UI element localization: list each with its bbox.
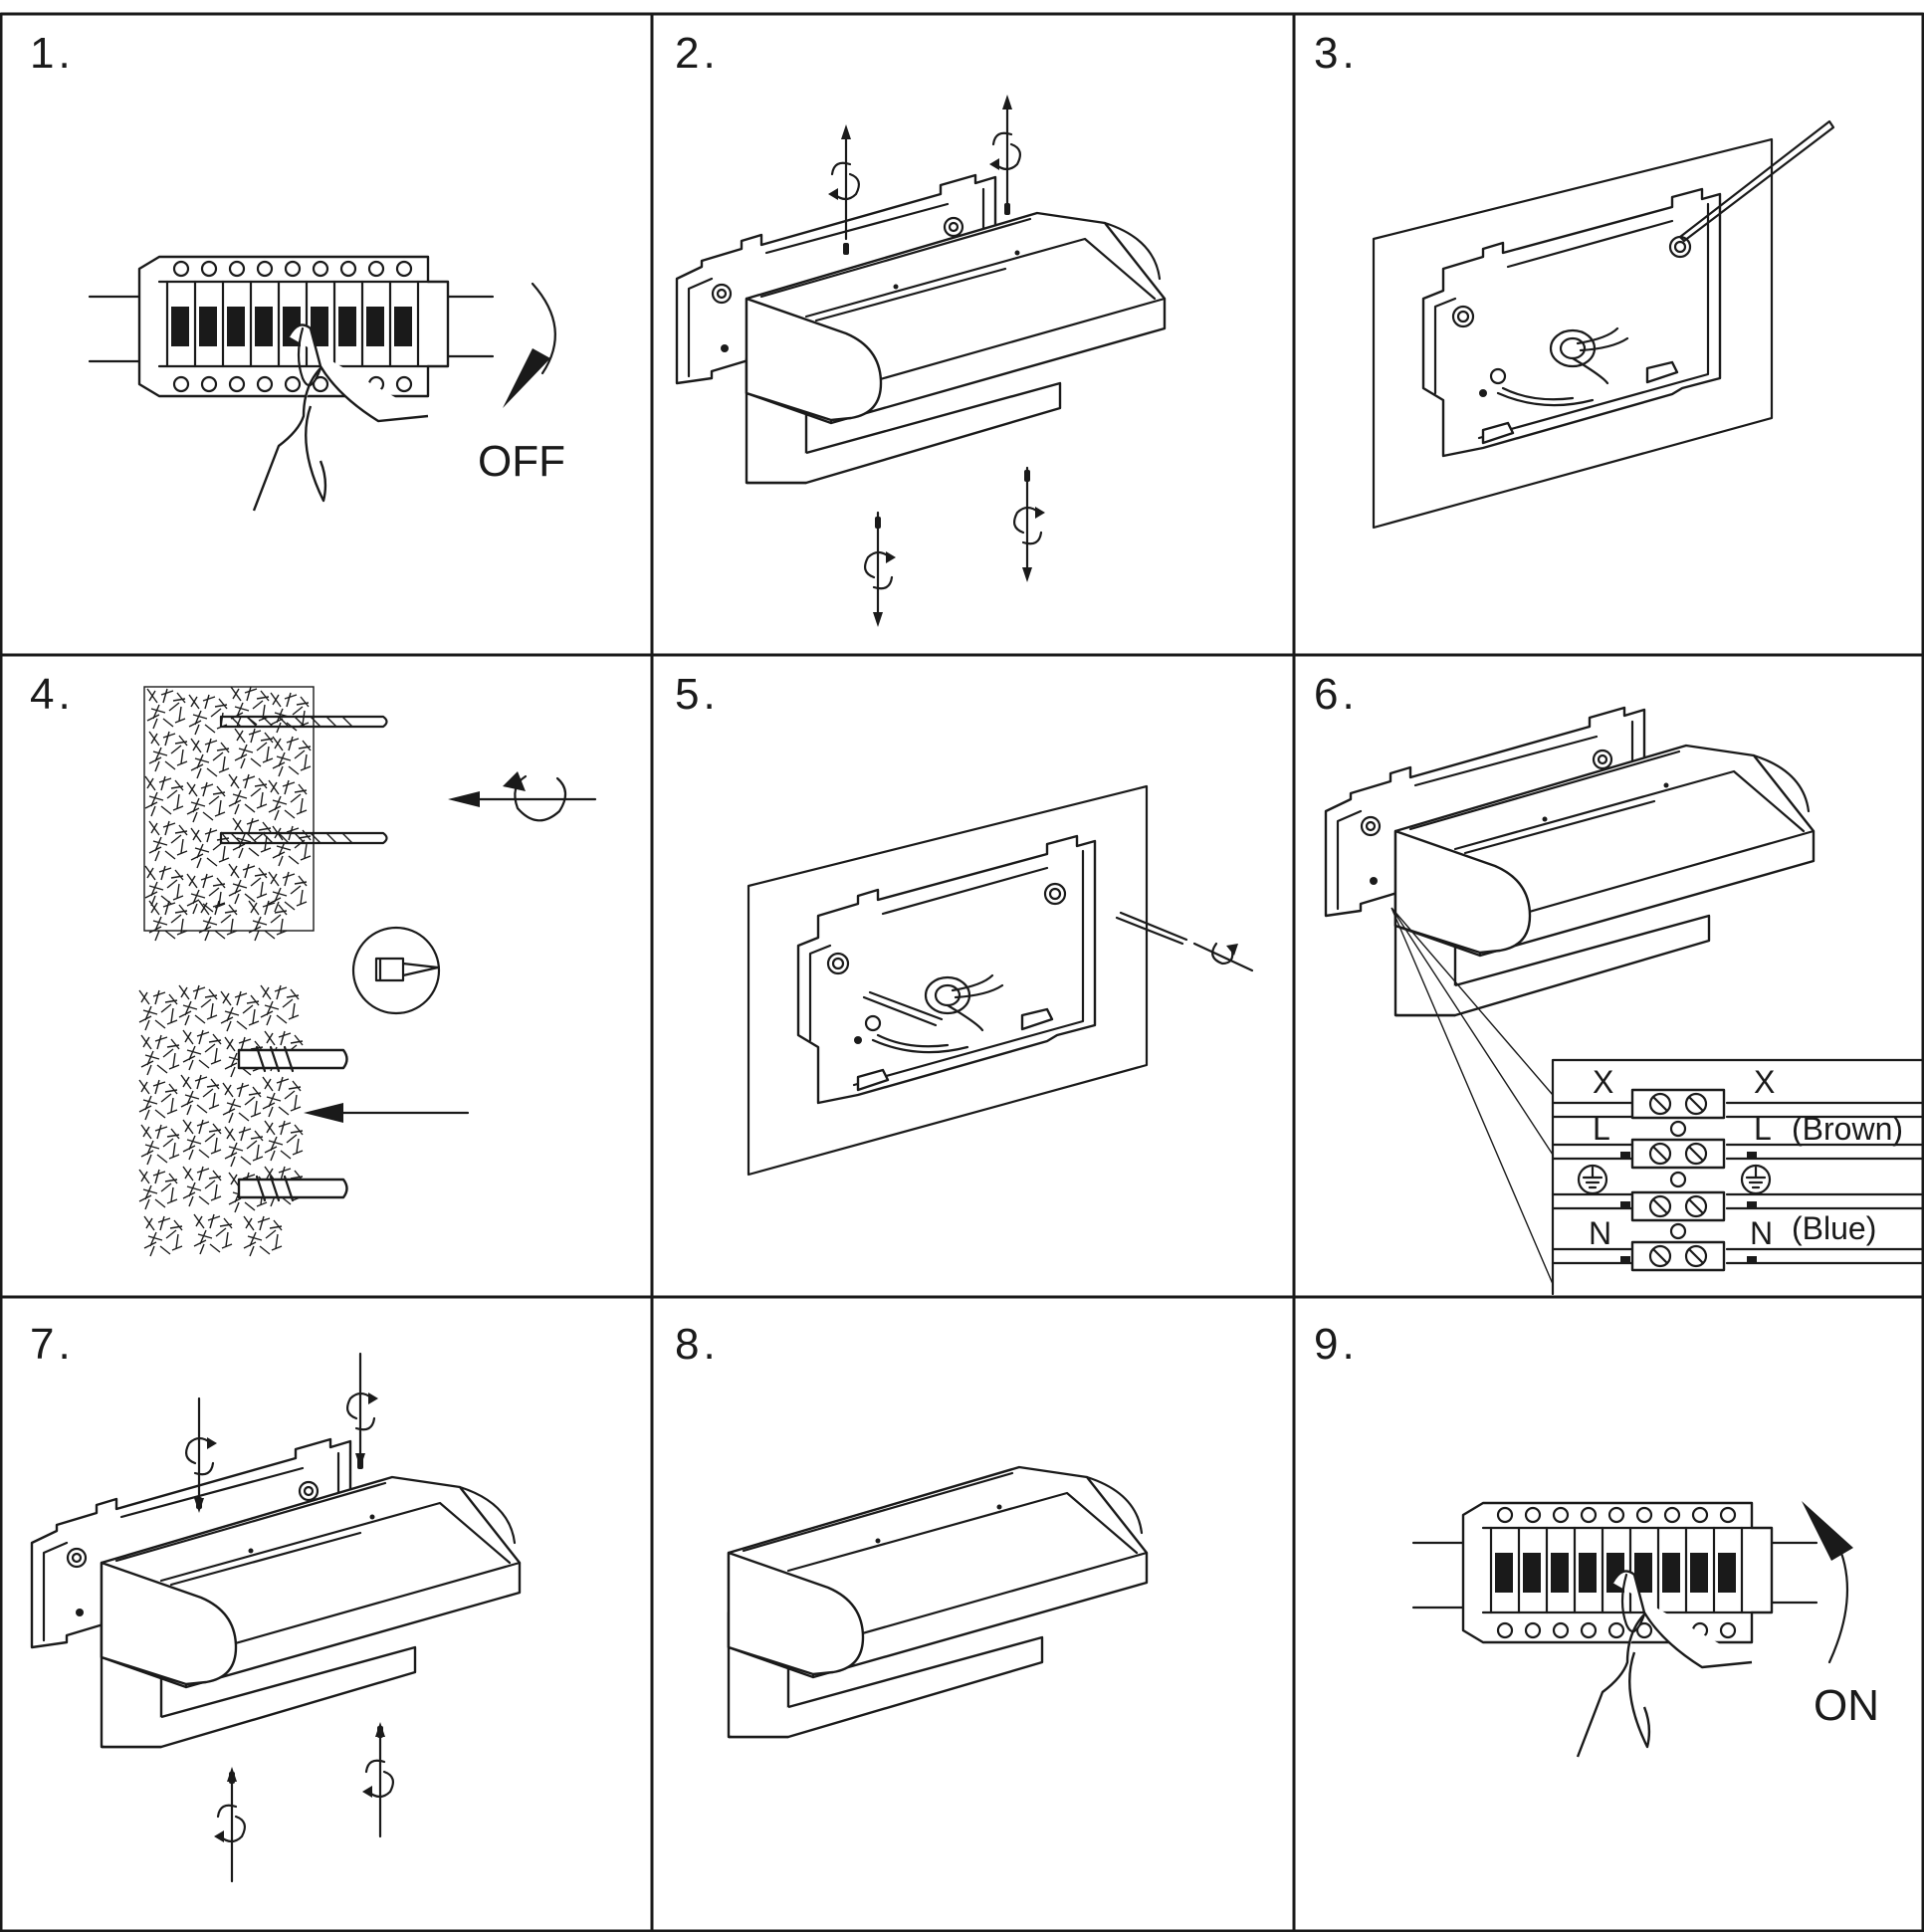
step-label-7: 7. bbox=[30, 1320, 75, 1369]
wall-plate-icon bbox=[747, 784, 1149, 1177]
plug-detail-icon bbox=[351, 926, 441, 1015]
zoom-lines bbox=[1390, 907, 1554, 1285]
breaker-panel-icon bbox=[88, 255, 495, 513]
screw-icon bbox=[357, 1457, 363, 1469]
step-label-5: 5. bbox=[675, 670, 720, 719]
step-2-unscrew bbox=[675, 93, 1167, 629]
screw-icon bbox=[862, 990, 944, 1027]
wire-label-right-x: X bbox=[1754, 1064, 1775, 1100]
step-7-fix-lamp bbox=[30, 1352, 522, 1883]
rotation-arrow-icon bbox=[360, 1720, 395, 1838]
screw-icon bbox=[843, 243, 849, 255]
lamp-with-plate-icon bbox=[675, 173, 1167, 485]
breaker-panel-icon bbox=[1411, 1501, 1818, 1759]
wire-label-left-l: L bbox=[1593, 1111, 1610, 1147]
lamp-icon bbox=[727, 1465, 1149, 1739]
brick-wall-icon bbox=[143, 686, 315, 942]
screw-icon bbox=[1115, 911, 1188, 946]
drill-direction-arrow-icon bbox=[448, 771, 597, 822]
step-1-breaker-off: OFF bbox=[88, 255, 565, 513]
drill-bit-icon bbox=[219, 715, 388, 845]
wall-plug-icon bbox=[237, 1045, 348, 1202]
panel-grid bbox=[0, 12, 1924, 1932]
rotation-arrow-icon bbox=[212, 1765, 247, 1883]
wire-label-right-l: L bbox=[1754, 1111, 1772, 1147]
earth-ground-icon bbox=[1740, 1164, 1772, 1195]
off-label: OFF bbox=[478, 437, 565, 486]
step-9-breaker-on: ON bbox=[1411, 1501, 1879, 1759]
rotation-arrow-icon bbox=[863, 511, 898, 629]
step-label-2: 2. bbox=[675, 29, 720, 78]
screw-icon bbox=[1004, 203, 1010, 215]
step-label-9: 9. bbox=[1314, 1320, 1359, 1369]
wire-label-left-x: X bbox=[1593, 1064, 1613, 1100]
step-label-8: 8. bbox=[675, 1320, 720, 1369]
screw-icon bbox=[196, 1497, 202, 1509]
step-label-6: 6. bbox=[1314, 670, 1359, 719]
on-label: ON bbox=[1814, 1681, 1879, 1730]
brown-wire-label: (Brown) bbox=[1792, 1111, 1903, 1147]
blue-wire-label: (Blue) bbox=[1792, 1210, 1876, 1246]
rotation-arrow-icon bbox=[1012, 466, 1047, 584]
wire-label-right-n: N bbox=[1750, 1215, 1773, 1251]
step-label-4: 4. bbox=[30, 670, 75, 719]
step-4-drill-plugs bbox=[138, 686, 597, 1257]
step-3-mark-holes bbox=[1372, 119, 1835, 530]
on-arrow-head-icon bbox=[1802, 1501, 1853, 1561]
step-8-finished-lamp bbox=[727, 1465, 1149, 1739]
insert-arrow-icon bbox=[304, 1103, 470, 1123]
terminal-block-detail: X L N X L N (Brown) (Blue) bbox=[1551, 1058, 1924, 1296]
brick-wall-icon bbox=[138, 984, 304, 1257]
wire-label-left-n: N bbox=[1589, 1215, 1611, 1251]
step-label-3: 3. bbox=[1314, 29, 1359, 78]
off-arrow-head-icon bbox=[503, 348, 550, 408]
lamp-with-plate-icon bbox=[30, 1437, 522, 1749]
wall-plate-icon bbox=[1372, 137, 1774, 530]
step-5-fix-plate bbox=[747, 784, 1254, 1177]
pencil-icon bbox=[1678, 119, 1835, 243]
step-label-1: 1. bbox=[30, 29, 75, 78]
step-6-wiring: X L N X L N (Brown) (Blue) bbox=[1324, 706, 1924, 1296]
lamp-with-plate-icon bbox=[1324, 706, 1816, 1017]
rotation-arrow-icon bbox=[345, 1352, 380, 1470]
off-arrow-curve bbox=[531, 282, 556, 375]
rotation-arrow-icon bbox=[1192, 942, 1254, 972]
earth-ground-icon bbox=[1577, 1164, 1608, 1195]
